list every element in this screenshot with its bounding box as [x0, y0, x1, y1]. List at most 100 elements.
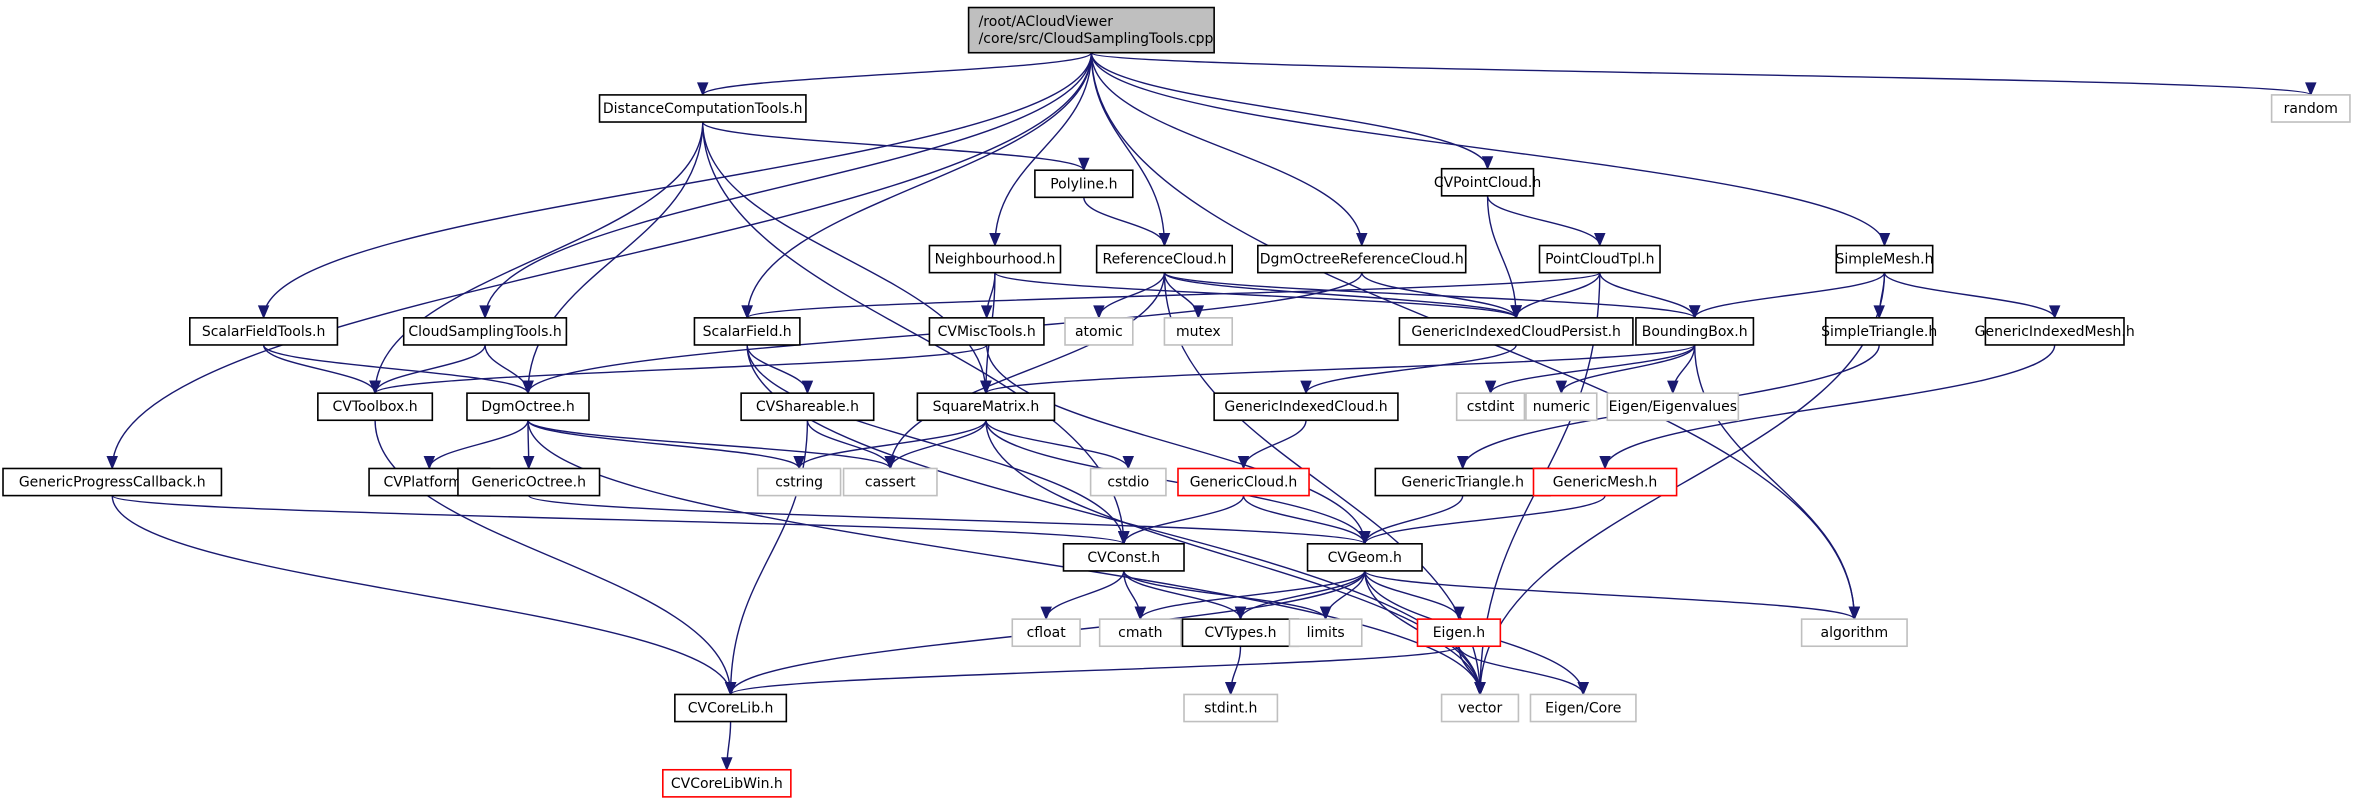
node-label: numeric [1533, 399, 1590, 415]
arrowhead-icon [696, 82, 709, 97]
node-box [928, 317, 1045, 346]
edge-line [1515, 272, 1601, 319]
node-generic-indexed-cloud[interactable]: GenericIndexedCloud.h [1213, 392, 1399, 422]
node-box [928, 244, 1062, 274]
edge-bounding-box-to-numeric [1555, 344, 1696, 395]
node-generic-indexed-cloud-persist[interactable]: GenericIndexedCloudPersist.h [1398, 317, 1634, 346]
arrowhead-icon [522, 455, 535, 470]
arrowhead-icon [1577, 681, 1589, 696]
node-cvconst[interactable]: CVConst.h [1062, 543, 1185, 572]
node-point-cloud-tpl[interactable]: PointCloudTpl.h [1538, 244, 1661, 274]
edge-root-to-cloud-sampling-tools [479, 52, 1093, 320]
edge-dgm-octree-to-cassert [527, 419, 897, 470]
edge-line [729, 420, 809, 695]
node-cvpoint-cloud[interactable]: CVPointCloud.h [1434, 167, 1541, 197]
edge-line [374, 344, 988, 394]
edge-line [994, 272, 1517, 319]
node-generic-progress-callback[interactable]: GenericProgressCallback.h [2, 467, 223, 497]
node-cvgeom[interactable]: CVGeom.h [1306, 543, 1423, 572]
edge-line [729, 645, 1460, 696]
node-label: /core/src/CloudSamplingTools.cpp [979, 31, 1214, 47]
node-label: cstring [775, 475, 823, 491]
node-box [1177, 467, 1310, 497]
edge-line [702, 122, 987, 394]
arrowhead-icon [1481, 156, 1494, 171]
arrowhead-icon [1122, 455, 1135, 470]
edge-cvshareable-to-cvcore-lib [724, 420, 809, 696]
edge-bounding-box-to-algorithm [1693, 344, 1861, 621]
node-neighbourhood[interactable]: Neighbourhood.h [928, 244, 1062, 274]
node-cmath: cmath [1098, 618, 1182, 648]
node-label: SimpleTriangle.h [1821, 324, 1937, 340]
edge-line [1486, 195, 1601, 246]
edge-line [702, 52, 1093, 96]
node-generic-mesh: GenericMesh.h [1532, 467, 1678, 497]
edge-line [1479, 272, 1886, 695]
edge-reference-cloud-to-generic-indexed-cloud-persist [1163, 272, 1522, 320]
edge-line [1486, 195, 1517, 318]
node-box [1306, 543, 1423, 572]
node-label: limits [1307, 625, 1345, 641]
node-cvtoolbox[interactable]: CVToolbox.h [317, 392, 434, 422]
node-cloud-sampling-tools[interactable]: CloudSamplingTools.h [402, 317, 568, 346]
node-square-matrix[interactable]: SquareMatrix.h [916, 392, 1056, 422]
node-generic-octree[interactable]: GenericOctree.h [457, 467, 601, 497]
edge-square-matrix-to-cstring [793, 420, 987, 470]
edge-bounding-box-to-square-matrix [980, 344, 1696, 395]
node-cvtypes[interactable]: CVTypes.h [1181, 618, 1300, 648]
node-bounding-box[interactable]: BoundingBox.h [1635, 317, 1755, 346]
edge-scalar-field-to-cvshareable [746, 344, 814, 395]
nodes-layer: /root/ACloudViewer/core/src/CloudSamplin… [2, 6, 2351, 798]
node-label: CVConst.h [1087, 550, 1160, 566]
node-reference-cloud[interactable]: ReferenceCloud.h [1095, 244, 1234, 274]
edge-dgm-octree-to-cstring [527, 419, 805, 470]
node-label: GenericOctree.h [471, 475, 586, 491]
node-label: ReferenceCloud.h [1103, 252, 1227, 268]
node-box [1984, 317, 2125, 346]
node-box [1824, 317, 1934, 346]
edge-polyline-to-reference-cloud [1083, 197, 1171, 247]
node-box [1440, 693, 1520, 723]
edge-line [1305, 344, 1517, 394]
node-box [1635, 317, 1755, 346]
arrowhead-icon [257, 305, 270, 320]
node-label: CVTypes.h [1204, 625, 1276, 641]
node-simple-mesh[interactable]: SimpleMesh.h [1835, 244, 1934, 274]
arrowhead-icon [1040, 606, 1052, 621]
edge-line [1883, 272, 2056, 319]
node-scalar-field-tools[interactable]: ScalarFieldTools.h [189, 317, 339, 346]
node-label: SquareMatrix.h [933, 399, 1040, 415]
arrowhead-icon [801, 380, 814, 395]
node-box [317, 392, 434, 422]
node-box [916, 392, 1056, 422]
node-label: CVPointCloud.h [1434, 175, 1541, 191]
arrowhead-icon [1599, 455, 1611, 470]
node-generic-triangle[interactable]: GenericTriangle.h [1374, 467, 1551, 497]
node-cstring: cstring [756, 467, 842, 497]
edge-line [262, 344, 376, 394]
node-generic-indexed-mesh[interactable]: GenericIndexedMesh.h [1975, 317, 2135, 346]
node-cvcore-lib[interactable]: CVCoreLib.h [674, 693, 788, 723]
edge-line [1123, 570, 1327, 620]
edge-cvmisc-tools-to-cvgeom [985, 344, 1371, 546]
node-cvmisc-tools[interactable]: CVMiscTools.h [928, 317, 1045, 346]
edge-line [527, 419, 891, 470]
node-scalar-field[interactable]: ScalarField.h [693, 317, 801, 346]
edge-line [1364, 495, 1464, 544]
node-cvshareable[interactable]: CVShareable.h [740, 392, 875, 422]
node-label: DistanceComputationTools.h [603, 101, 803, 117]
arrowhead-icon [1359, 531, 1371, 546]
edge-cvpoint-cloud-to-point-cloud-tpl [1486, 195, 1606, 247]
node-simple-triangle[interactable]: SimpleTriangle.h [1821, 317, 1937, 346]
node-label: random [2284, 101, 2338, 117]
arrowhead-icon [1134, 606, 1147, 621]
node-dgm-octree[interactable]: DgmOctree.h [466, 392, 590, 422]
node-polyline[interactable]: Polyline.h [1034, 169, 1134, 199]
node-dgm-octree-reference-cloud[interactable]: DgmOctreeReferenceCloud.h [1257, 244, 1467, 274]
edge-line [985, 420, 1366, 544]
node-distance-computation-tools[interactable]: DistanceComputationTools.h [598, 94, 807, 123]
node-stdint: stdint.h [1183, 693, 1279, 723]
node-box [1062, 543, 1185, 572]
edge-simple-mesh-to-generic-indexed-mesh [1883, 272, 2061, 320]
edge-line [111, 494, 1125, 545]
